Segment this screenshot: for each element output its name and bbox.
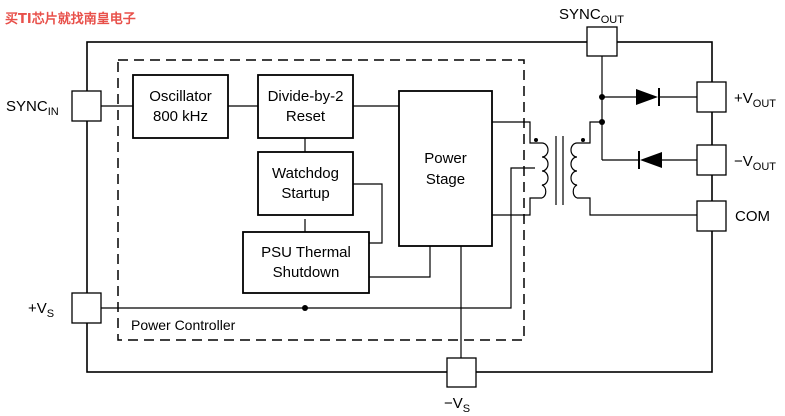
power-controller-label: Power Controller: [131, 317, 236, 333]
diode-icon: [638, 151, 662, 169]
diode-icon: [636, 88, 660, 106]
sync-out-label: SYNCOUT: [559, 6, 624, 26]
junction-dot: [302, 305, 308, 311]
oscillator-block: Oscillator 800 kHz: [132, 74, 229, 139]
com-pin: [696, 200, 727, 232]
divider-reset-label: Reset: [286, 108, 326, 125]
junction-dot: [599, 119, 605, 125]
thermal-shutdown-label: Shutdown: [273, 264, 340, 281]
thermal-label: PSU Thermal: [261, 244, 351, 261]
sync-in-label: SYNCIN: [6, 98, 59, 118]
com-label: COM: [735, 208, 770, 225]
power-stage-block: Power Stage: [398, 90, 493, 247]
oscillator-label: Oscillator: [149, 88, 212, 105]
vout-neg-pin: [696, 144, 727, 176]
junction-dot: [599, 94, 605, 100]
vs-pos-label: +VS: [28, 300, 54, 320]
divider-block: Divide-by-2 Reset: [257, 74, 354, 139]
vout-neg-label: −VOUT: [734, 153, 776, 173]
watchdog-label: Watchdog: [272, 165, 339, 182]
watchdog-block: Watchdog Startup: [257, 151, 354, 216]
sync-out-pin: [586, 26, 618, 57]
transformer-icon: [534, 136, 585, 205]
vs-neg-label: −VS: [444, 395, 470, 415]
vout-pos-label: +VOUT: [734, 90, 776, 110]
watchdog-startup-label: Startup: [281, 185, 329, 202]
power-stage-label: Power: [424, 150, 467, 167]
vs-neg-pin: [446, 357, 477, 388]
sync-in-pin: [71, 90, 102, 122]
power-stage-label-2: Stage: [426, 171, 465, 188]
watermark-text: 买TI芯片就找南皇电子: [5, 11, 136, 27]
thermal-block: PSU Thermal Shutdown: [242, 231, 370, 294]
divider-label: Divide-by-2: [268, 88, 344, 105]
oscillator-frequency: 800 kHz: [153, 108, 208, 125]
vout-pos-pin: [696, 81, 727, 113]
power-controller-region: [117, 59, 525, 341]
junctions: [302, 94, 605, 311]
vs-pos-pin: [71, 292, 102, 324]
